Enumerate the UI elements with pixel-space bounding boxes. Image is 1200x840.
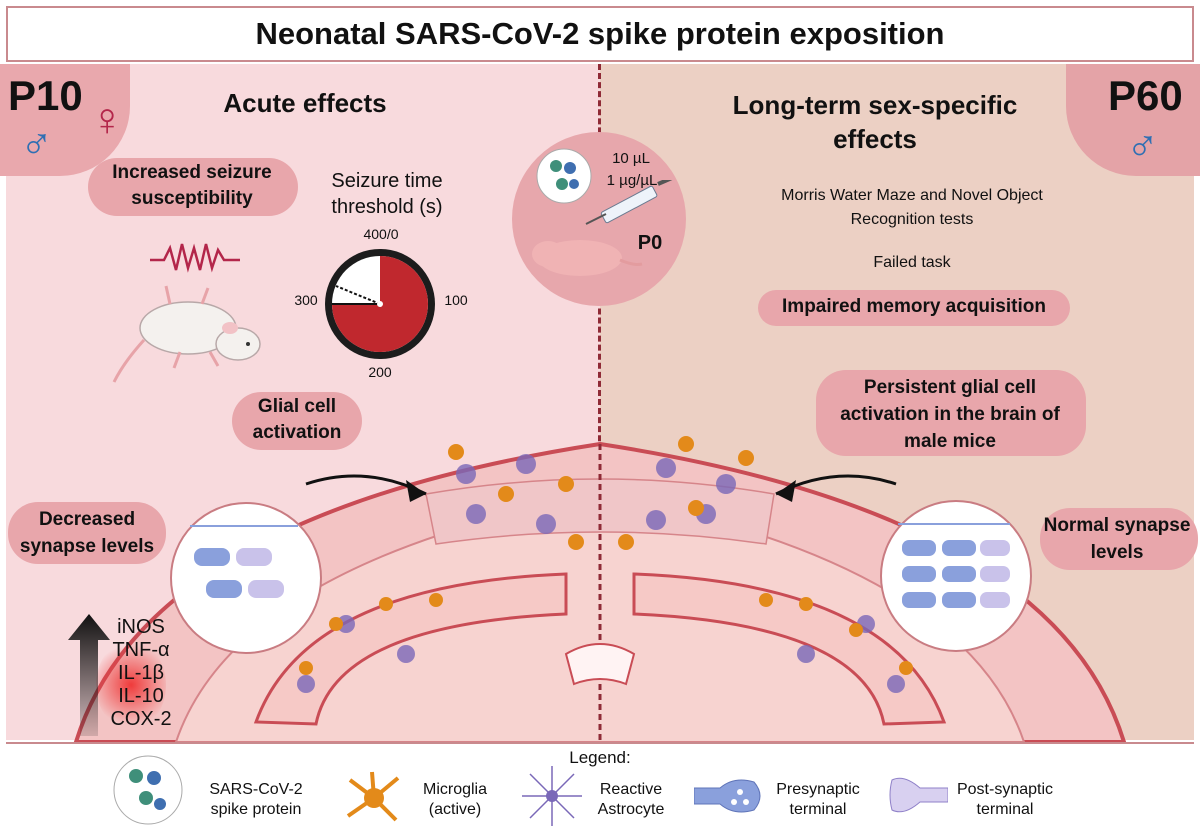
synapse-terminals-right xyxy=(898,523,1010,608)
upregulation-arrow-icon xyxy=(68,614,110,736)
clock-tick-right: 100 xyxy=(444,292,468,308)
legend-title: Legend: xyxy=(569,748,631,767)
legend-postsynaptic-label: Post-synaptic terminal xyxy=(956,781,1054,818)
memory-label-blob xyxy=(758,290,1070,326)
cytokine-inos: iNOS xyxy=(117,616,165,638)
title-bar: Neonatal SARS-CoV-2 spike protein exposi… xyxy=(6,6,1194,62)
cytokine-il1b: IL-1β xyxy=(118,662,164,684)
behavior-tests: Morris Water Maze and Novel Object Recog… xyxy=(781,187,1043,228)
panel-divider xyxy=(598,64,601,740)
seizure-label: Increased seizure susceptibility xyxy=(112,162,272,209)
seizure-chart-title: Seizure time threshold (s) xyxy=(331,170,443,218)
p0-label: P0 xyxy=(637,232,663,254)
cytokine-cox2: COX-2 xyxy=(110,708,172,730)
decreased-synapse-label: Decreased synapse levels xyxy=(19,509,155,557)
seizure-label-blob xyxy=(88,158,298,216)
synapse-terminals-left xyxy=(190,525,298,598)
legend-spike-label: SARS-CoV-2 spike protein xyxy=(209,781,303,818)
normal-synapse-label: Normal synapse levels xyxy=(1043,515,1191,563)
glial-label-blob xyxy=(232,392,362,450)
legend-astrocyte-label: Reactive Astrocyte xyxy=(597,781,665,818)
seizure-threshold-clock xyxy=(325,249,435,359)
mouse-icon xyxy=(112,285,261,383)
spike-protein-legend-icon xyxy=(113,755,183,825)
syringe-icon xyxy=(585,180,673,225)
decreased-synapse-blob xyxy=(8,502,166,564)
acute-heading: Acute effects xyxy=(223,88,387,118)
clock-tick-left: 300 xyxy=(294,292,318,308)
synapse-circle-left xyxy=(170,502,322,654)
pup-icon xyxy=(532,240,643,276)
memory-label: Impaired memory acquisition xyxy=(782,296,1046,317)
clock-tick-top: 400/0 xyxy=(363,226,399,242)
microglia-legend-icon xyxy=(346,771,400,822)
injection-concentration: 1 µg/µL xyxy=(606,172,658,189)
injection-volume: 10 µL xyxy=(612,150,650,167)
cytokine-tnf: TNF-α xyxy=(112,639,170,661)
astrocyte-legend-icon xyxy=(522,766,582,826)
legend xyxy=(6,742,1194,838)
p10-label: P10 xyxy=(8,72,83,119)
long-term-heading: Long-term sex-specific effects xyxy=(732,90,1018,154)
legend-microglia-label: Microglia (active) xyxy=(422,781,487,818)
cytokine-il10: IL-10 xyxy=(118,685,164,707)
cytokine-glow xyxy=(96,640,166,730)
page-title: Neonatal SARS-CoV-2 spike protein exposi… xyxy=(255,16,945,51)
female-icon: ♀ xyxy=(90,93,125,145)
cytokine-list: iNOS TNF-α IL-1β IL-10 COX-2 xyxy=(106,616,176,731)
spike-protein-icon xyxy=(536,148,592,204)
male-icon: ♂ xyxy=(1126,120,1159,169)
normal-synapse-blob xyxy=(1040,508,1198,570)
persistent-glial-label: Persistent glial cell activation in the … xyxy=(840,377,1060,452)
clock-tick-bottom: 200 xyxy=(368,364,392,380)
presynaptic-legend-icon xyxy=(694,779,761,813)
male-icon: ♂ xyxy=(20,118,53,167)
test-result: Failed task xyxy=(873,254,951,271)
p60-label: P60 xyxy=(1108,72,1183,119)
postsynaptic-legend-icon xyxy=(889,777,948,813)
p60-badge xyxy=(1066,64,1200,176)
glial-label: Glial cell activation xyxy=(252,396,342,443)
persistent-glial-blob xyxy=(816,370,1086,456)
ecg-icon xyxy=(150,243,240,273)
legend-presynaptic-label: Presynaptic terminal xyxy=(776,781,860,818)
